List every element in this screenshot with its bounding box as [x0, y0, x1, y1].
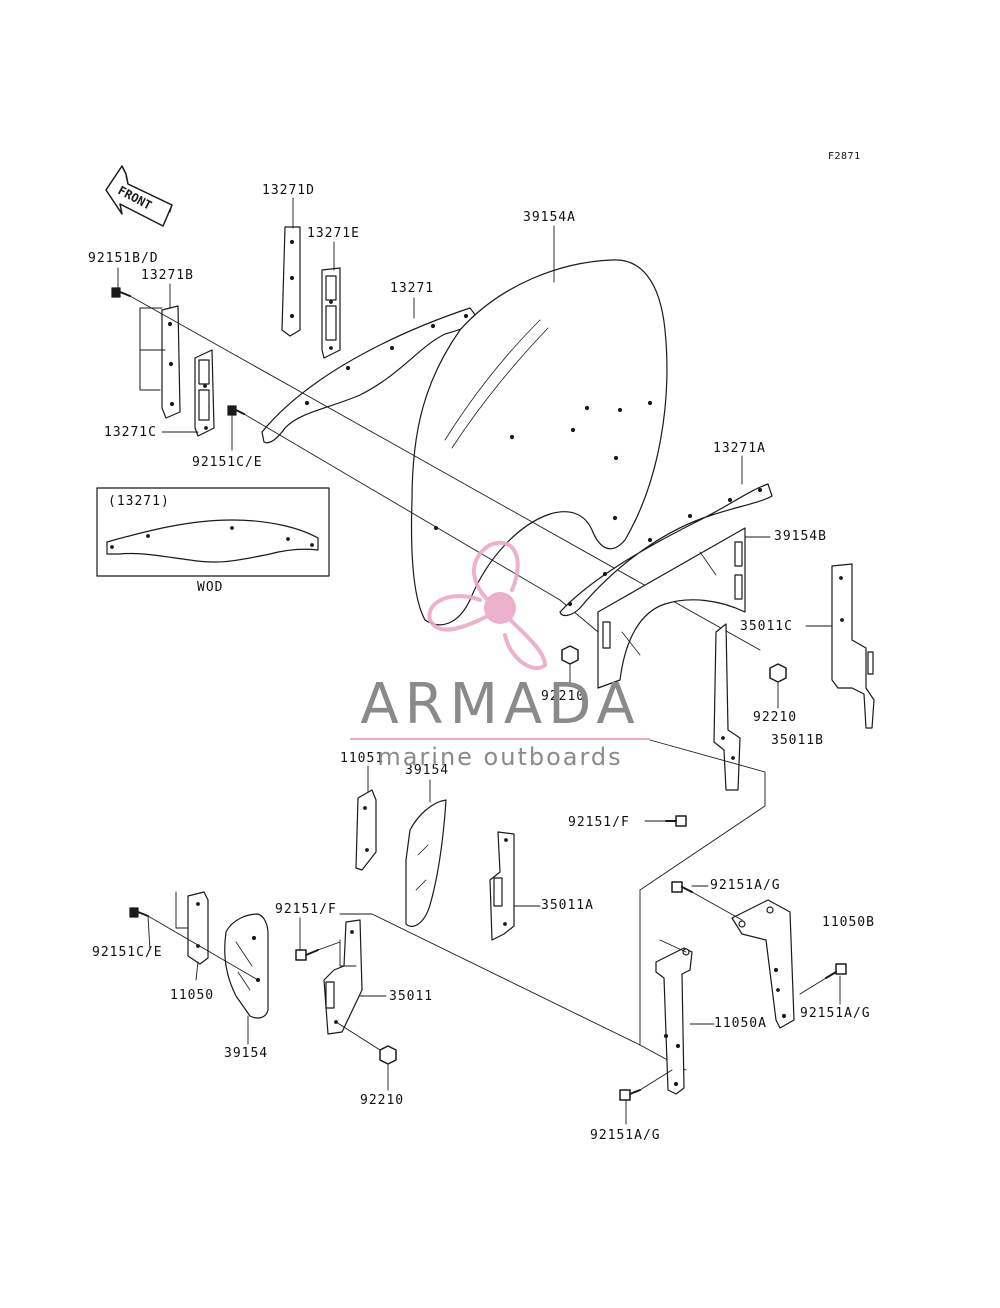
label-92210-center: 92210 — [541, 689, 586, 704]
label-35011C: 35011C — [740, 619, 793, 634]
label-13271D: 13271D — [262, 183, 315, 198]
nut-92210-center-icon — [561, 645, 579, 665]
part-35011C-bracket — [831, 563, 875, 729]
label-92151AG-right: 92151A/G — [800, 1006, 871, 1021]
inset-box — [96, 487, 330, 577]
label-13271C: 13271C — [104, 425, 157, 440]
bolt-92151AG-top-icon — [671, 881, 693, 893]
label-39154A: 39154A — [523, 210, 576, 225]
label-35011: 35011 — [389, 989, 434, 1004]
part-35011B-bracket — [713, 623, 741, 791]
part-11050-plate — [187, 891, 209, 965]
part-13271B — [161, 305, 181, 419]
label-92151CE-bottom: 92151C/E — [92, 945, 163, 960]
watermark-divider — [350, 738, 650, 740]
nut-92210-bottom-icon — [379, 1045, 397, 1065]
front-arrow-icon: FRONT — [105, 165, 173, 227]
part-11050A-bracket — [655, 947, 693, 1095]
label-92151F-right: 92151/F — [568, 815, 630, 830]
bolt-92151F-left-icon — [295, 949, 319, 961]
part-13271E — [321, 267, 341, 359]
label-35011A: 35011A — [541, 898, 594, 913]
label-11051: 11051 — [340, 751, 385, 766]
bolt-92151AG-bottom-icon — [619, 1089, 641, 1101]
bolt-92151AG-right-icon — [825, 963, 847, 979]
label-11050: 11050 — [170, 988, 215, 1003]
part-39154-mid-shield — [405, 799, 447, 927]
propeller-logo-icon — [427, 540, 547, 671]
label-92151AG-bottom: 92151A/G — [590, 1128, 661, 1143]
bolt-92151CE-top-icon — [227, 405, 245, 416]
figure-code: F2871 — [828, 151, 861, 162]
part-13271-trim — [261, 307, 477, 444]
label-39154B: 39154B — [774, 529, 827, 544]
watermark-tagline: marine outboards — [377, 743, 623, 771]
part-13271A-trim — [559, 483, 773, 617]
label-92151AG-top: 92151A/G — [710, 878, 781, 893]
part-11051-plate — [355, 789, 377, 871]
leader-lines — [117, 197, 841, 1125]
part-35011A-bracket — [489, 831, 515, 941]
label-92210-bottom: 92210 — [360, 1093, 405, 1108]
bolt-92151F-right-icon — [665, 815, 687, 827]
label-13271: 13271 — [390, 281, 435, 296]
inset-caption: WOD — [197, 580, 224, 595]
part-13271C — [194, 349, 215, 437]
label-11050A: 11050A — [714, 1016, 767, 1031]
label-13271E: 13271E — [307, 226, 360, 241]
label-92210-right: 92210 — [753, 710, 798, 725]
part-39154A-windshield — [410, 259, 668, 626]
label-39154-mid: 39154 — [405, 763, 450, 778]
bolt-92151BD-icon — [111, 287, 131, 298]
label-92151BD: 92151B/D — [88, 251, 159, 266]
part-11050B-bracket — [731, 899, 795, 1029]
label-35011B: 35011B — [771, 733, 824, 748]
part-39154-bottom-shield — [224, 913, 269, 1019]
watermark-brand: ARMADA — [360, 672, 641, 737]
label-11050B: 11050B — [822, 915, 875, 930]
label-92151CE-top: 92151C/E — [192, 455, 263, 470]
part-13271D — [281, 226, 301, 337]
bolt-92151CE-bottom-icon — [129, 907, 149, 918]
label-13271A: 13271A — [713, 441, 766, 456]
part-35011-bracket — [323, 919, 363, 1035]
label-13271B: 13271B — [141, 268, 194, 283]
inset-label: (13271) — [108, 494, 170, 509]
label-39154-bottom: 39154 — [224, 1046, 269, 1061]
part-39154B-shield — [597, 527, 746, 689]
label-92151F-left: 92151/F — [275, 902, 337, 917]
nut-92210-right-icon — [769, 663, 787, 683]
